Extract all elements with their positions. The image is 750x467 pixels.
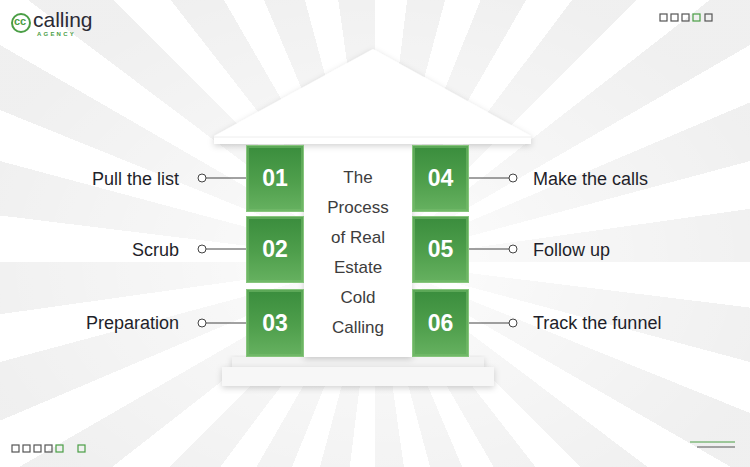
step-box: 04Make the calls [412, 145, 469, 212]
leader-dot [509, 245, 517, 253]
deco-square [34, 445, 41, 452]
deco-square [660, 14, 667, 21]
step-label: Track the funnel [533, 313, 661, 334]
step-label: Follow up [533, 239, 610, 260]
step-number: 05 [413, 217, 468, 282]
step-number: 03 [247, 290, 303, 356]
step-number: 04 [413, 146, 468, 211]
deco-square [682, 14, 689, 21]
step-number: 02 [247, 217, 303, 282]
step-box: 06Track the funnel [412, 289, 469, 357]
corner-squares [660, 14, 712, 21]
base-step [222, 367, 494, 386]
step-label: Scrub [132, 239, 179, 260]
deco-line [690, 441, 735, 442]
deco-square [23, 445, 30, 452]
leader-line [206, 323, 246, 324]
leader-line [469, 323, 509, 324]
roof [214, 49, 531, 144]
step-label: Preparation [86, 313, 179, 334]
logo-ring [12, 14, 30, 32]
step-number: 06 [413, 290, 468, 356]
base-step [232, 357, 484, 367]
logo-mark: cc [14, 15, 26, 27]
leader-line [206, 178, 246, 179]
step-box: 03Preparation [246, 289, 304, 357]
leader-dot [198, 245, 206, 253]
step-label: Pull the list [92, 168, 179, 189]
step-label: Make the calls [533, 168, 648, 189]
step-box: 01Pull the list [246, 145, 304, 212]
center-panel [304, 143, 412, 357]
logo-subword: AGENCY [37, 31, 76, 37]
deco-square [78, 445, 85, 452]
roof-edge [214, 137, 531, 138]
step-box: 05Follow up [412, 216, 469, 283]
deco-square [671, 14, 678, 21]
logo-word: calling [33, 8, 93, 32]
deco-square [705, 14, 712, 21]
leader-dot [509, 319, 517, 327]
deco-square [693, 14, 700, 21]
leader-line [469, 249, 509, 250]
leader-dot [198, 319, 206, 327]
leader-dot [509, 174, 517, 182]
deco-square [56, 445, 63, 452]
step-number: 01 [247, 146, 303, 211]
deco-square [12, 445, 19, 452]
leader-line [206, 249, 246, 250]
corner-squares [12, 445, 85, 452]
center-title: The Process of Real Estate Cold Calling [304, 163, 412, 343]
step-box: 02Scrub [246, 216, 304, 283]
leader-dot [198, 174, 206, 182]
leader-line [469, 178, 509, 179]
deco-square [45, 445, 52, 452]
deco-line [697, 446, 735, 447]
